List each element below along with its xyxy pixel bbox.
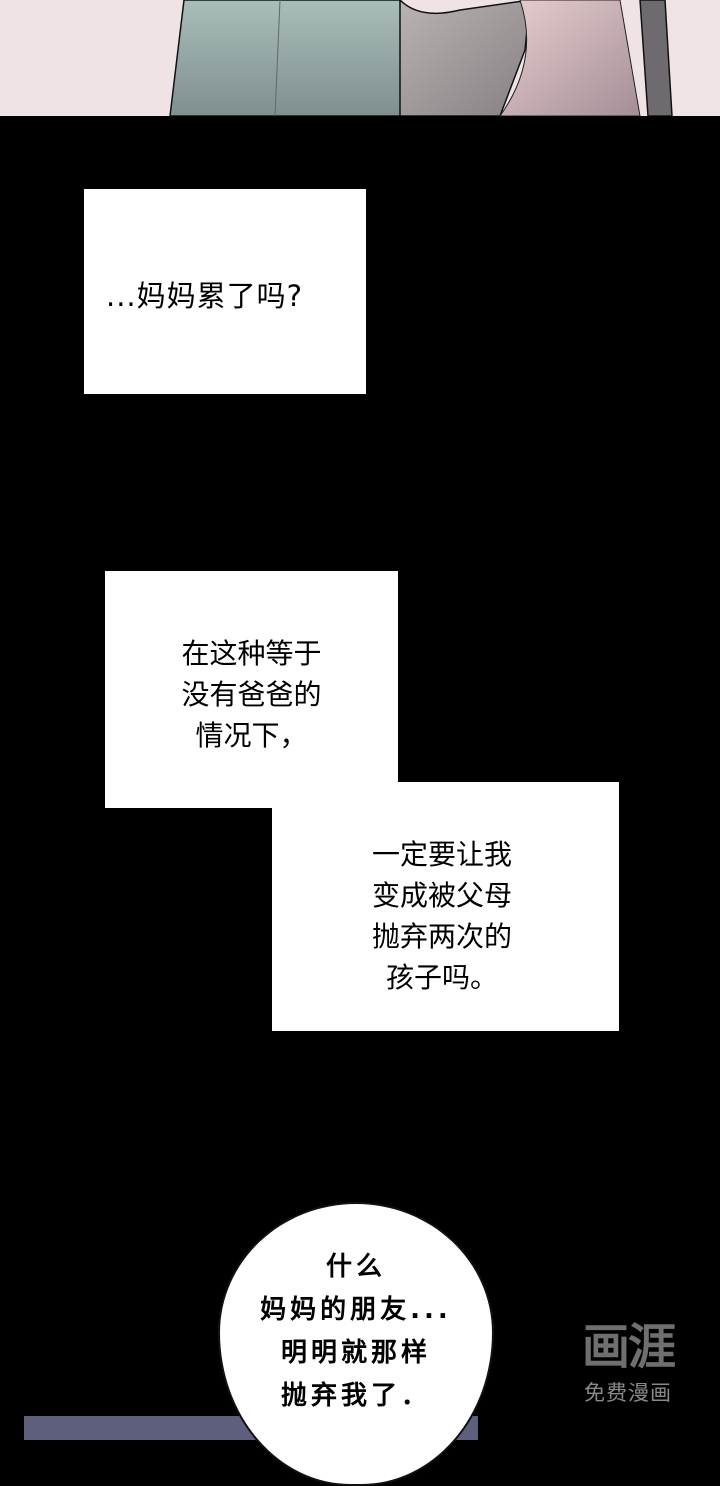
speech-bubble: 什么 妈妈的朋友... 明明就那样 抛弃我了． [218,1202,494,1486]
clothing-artwork [0,0,720,116]
watermark-subtitle: 免费漫画 [584,1381,672,1405]
caption-box-1: ...妈妈累了吗? [84,189,366,394]
caption-box-2b: 一定要让我 变成被父母 抛弃两次的 孩子吗。 [272,782,619,1031]
caption-text-2a: 在这种等于 没有爸爸的 情况下， [181,637,322,752]
caption-text-1: ...妈妈累了吗? [106,279,304,313]
watermark-logo: 画涯 [581,1319,676,1375]
caption-box-2a: 在这种等于 没有爸爸的 情况下， [105,571,398,808]
caption-text-2b: 一定要让我 变成被父母 抛弃两次的 孩子吗。 [371,838,512,994]
speech-bubble-text: 什么 妈妈的朋友... 明明就那样 抛弃我了． [260,1252,452,1411]
watermark: 画涯 免费漫画 [568,1318,688,1406]
top-illustration-panel [0,0,720,116]
